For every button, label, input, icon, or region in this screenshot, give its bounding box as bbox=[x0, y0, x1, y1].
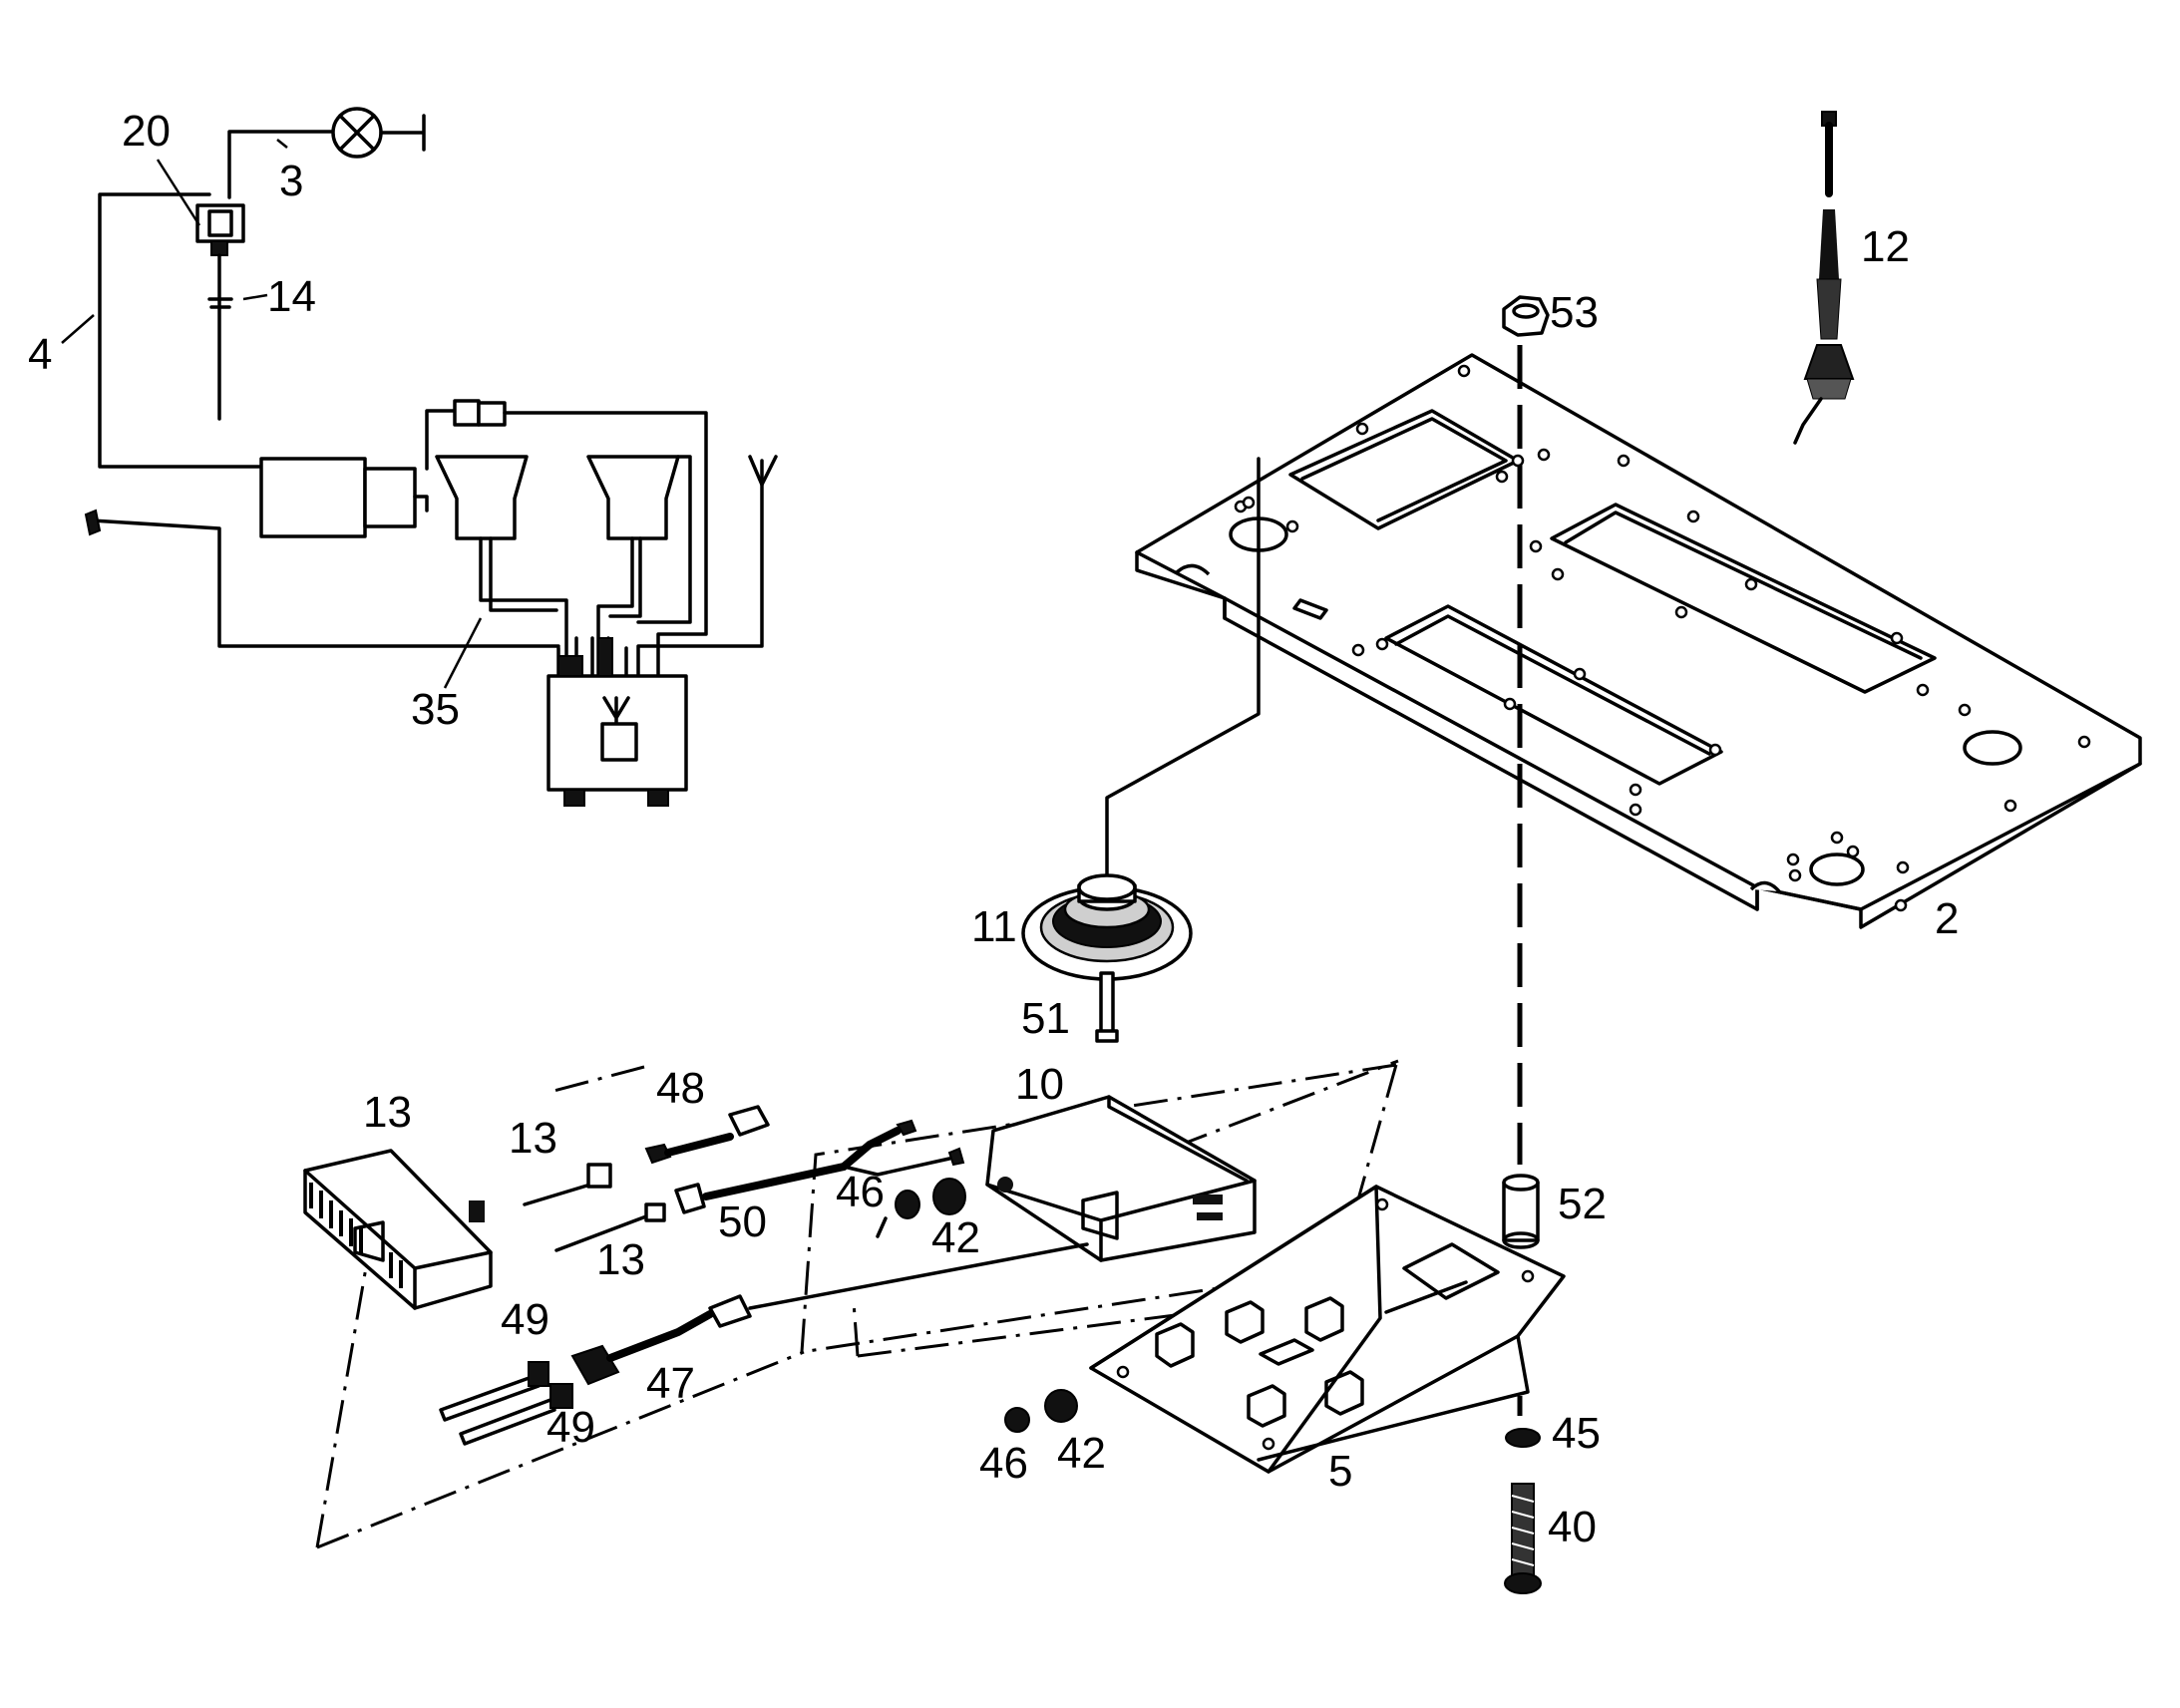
inline-module bbox=[259, 457, 429, 538]
speaker-11 bbox=[1021, 457, 1261, 981]
wire-harness-4 bbox=[98, 192, 263, 469]
antenna-symbol bbox=[636, 455, 778, 676]
callout-47: 47 bbox=[646, 1359, 695, 1408]
callout-14: 14 bbox=[267, 272, 316, 321]
speaker-left bbox=[435, 455, 568, 676]
callout-2: 2 bbox=[1935, 894, 1959, 943]
callout-40: 40 bbox=[1548, 1503, 1597, 1551]
bolt-51 bbox=[1095, 971, 1119, 1043]
callout-53: 53 bbox=[1550, 288, 1599, 337]
cable-50 bbox=[674, 1119, 965, 1214]
callout-46-upper: 46 bbox=[836, 1168, 885, 1216]
bolt-40 bbox=[1504, 1483, 1542, 1594]
assembly-outline bbox=[315, 1063, 1398, 1549]
amplifier-13 bbox=[303, 1149, 493, 1310]
roof-antenna bbox=[1793, 111, 1855, 445]
callout-46-lower: 46 bbox=[979, 1439, 1028, 1488]
callout-labels: 20 3 14 4 35 12 53 2 11 51 10 48 13 13 1… bbox=[28, 107, 1959, 1551]
callout-35: 35 bbox=[411, 685, 460, 734]
callout-20: 20 bbox=[122, 107, 171, 156]
callout-42-lower: 42 bbox=[1057, 1429, 1106, 1478]
callout-12: 12 bbox=[1861, 222, 1910, 271]
callout-49-lower: 49 bbox=[546, 1403, 595, 1452]
callout-42-upper: 42 bbox=[931, 1213, 980, 1262]
top-connector bbox=[425, 399, 708, 676]
callout-13-lower-cable: 13 bbox=[596, 1235, 645, 1284]
cable-49-upper bbox=[439, 1361, 549, 1422]
receiver-box bbox=[546, 636, 688, 807]
callout-49-upper: 49 bbox=[501, 1295, 549, 1344]
callout-11: 11 bbox=[971, 902, 1017, 951]
base-plate bbox=[1135, 353, 2142, 929]
callout-4: 4 bbox=[28, 330, 52, 379]
cable-47 bbox=[570, 1242, 1089, 1386]
callout-48: 48 bbox=[656, 1064, 705, 1113]
lamp-symbol bbox=[227, 107, 426, 199]
callout-51: 51 bbox=[1021, 994, 1070, 1043]
callout-52: 52 bbox=[1558, 1180, 1607, 1228]
bracket-5 bbox=[1089, 1185, 1566, 1474]
callout-3: 3 bbox=[279, 157, 303, 205]
callout-5: 5 bbox=[1328, 1447, 1352, 1496]
callout-45: 45 bbox=[1552, 1409, 1601, 1458]
washer-46-upper bbox=[876, 1190, 920, 1238]
wiring-schematic bbox=[61, 107, 778, 807]
nut-53 bbox=[1502, 295, 1550, 337]
speaker-right bbox=[586, 455, 692, 676]
callout-50: 50 bbox=[718, 1197, 767, 1246]
callout-10: 10 bbox=[1015, 1060, 1064, 1109]
cable-13-upper bbox=[523, 1163, 612, 1206]
radio-unit-10 bbox=[985, 1095, 1257, 1262]
washer-42-lower bbox=[1044, 1389, 1078, 1423]
cable-13-lower bbox=[554, 1202, 666, 1252]
callout-13-amplifier: 13 bbox=[363, 1088, 412, 1137]
washer-46-lower bbox=[1004, 1407, 1030, 1433]
callout-13-upper-cable: 13 bbox=[509, 1114, 557, 1163]
washer-45 bbox=[1505, 1428, 1541, 1448]
washer-42-upper bbox=[932, 1178, 966, 1215]
cable-48 bbox=[644, 1105, 770, 1165]
switch-component bbox=[195, 203, 245, 421]
cable-49-lower bbox=[459, 1383, 573, 1446]
spacer-52 bbox=[1502, 1174, 1540, 1249]
